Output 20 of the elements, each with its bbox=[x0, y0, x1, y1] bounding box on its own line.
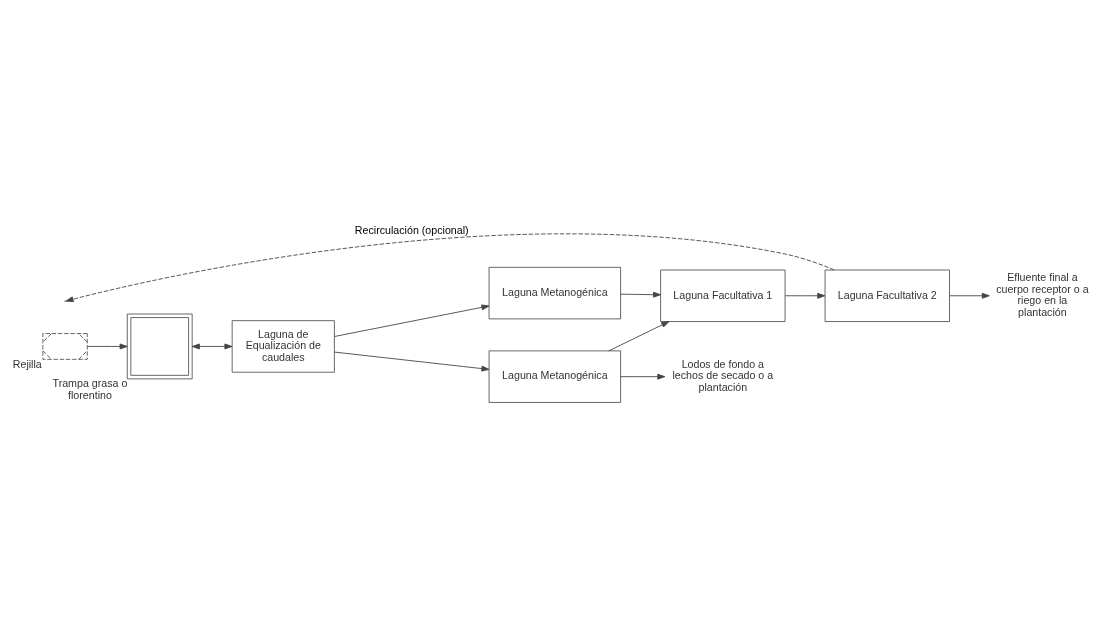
arrow bbox=[608, 321, 670, 352]
arrow bbox=[620, 291, 661, 298]
node-box: Laguna Facultativa 2 bbox=[824, 269, 950, 322]
arrow bbox=[87, 343, 128, 350]
arrow bbox=[191, 343, 233, 350]
node-box: Laguna de Equalización de caudales bbox=[231, 320, 335, 373]
node-label: Trampa grasa o florentino bbox=[52, 377, 128, 401]
arrow bbox=[65, 233, 835, 303]
node-box: Laguna Facultativa 1 bbox=[660, 269, 786, 322]
node-box: Laguna Metanogénica bbox=[488, 266, 622, 320]
arrow bbox=[334, 304, 490, 337]
arrow bbox=[620, 373, 666, 380]
edge-label: Recirculación (opcional) bbox=[354, 224, 469, 237]
node-text: Lodos de fondo a lechos de secado o a plantación bbox=[672, 357, 774, 393]
node-text: Efluente final a cuerpo receptor o a riego en la plantación bbox=[996, 271, 1089, 318]
arrow bbox=[784, 292, 826, 299]
node-label: Rejilla bbox=[12, 357, 42, 370]
arrow bbox=[334, 351, 490, 372]
node-box: Laguna Metanogénica bbox=[488, 350, 622, 403]
arrow bbox=[949, 292, 990, 299]
